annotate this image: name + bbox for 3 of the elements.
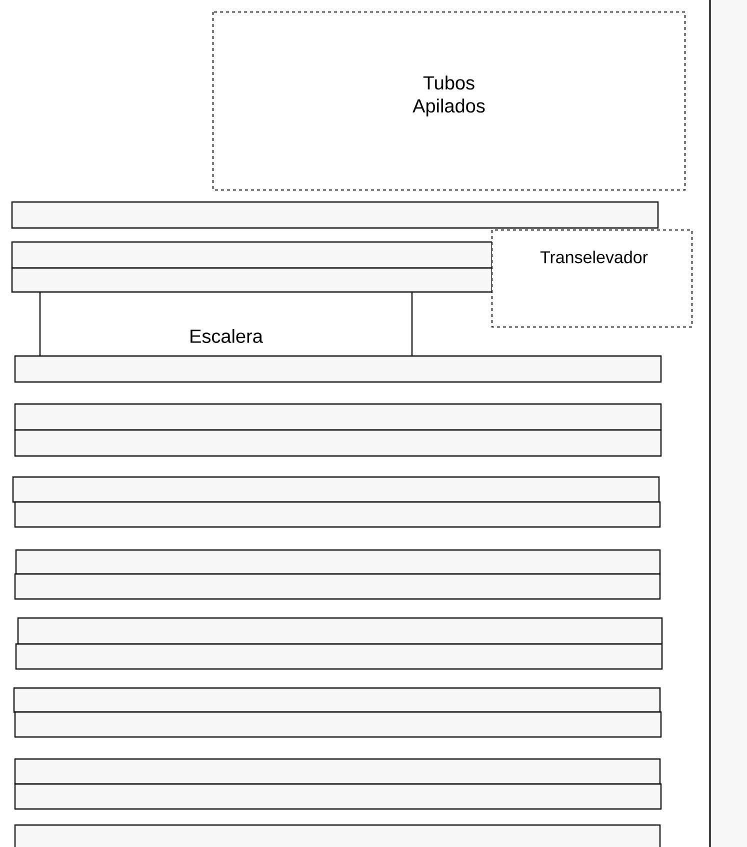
dashed-box: Tubos Apilados <box>212 11 686 191</box>
ladder-frame: Escalera <box>39 292 413 356</box>
dashed-box: Transelevador <box>491 229 693 328</box>
